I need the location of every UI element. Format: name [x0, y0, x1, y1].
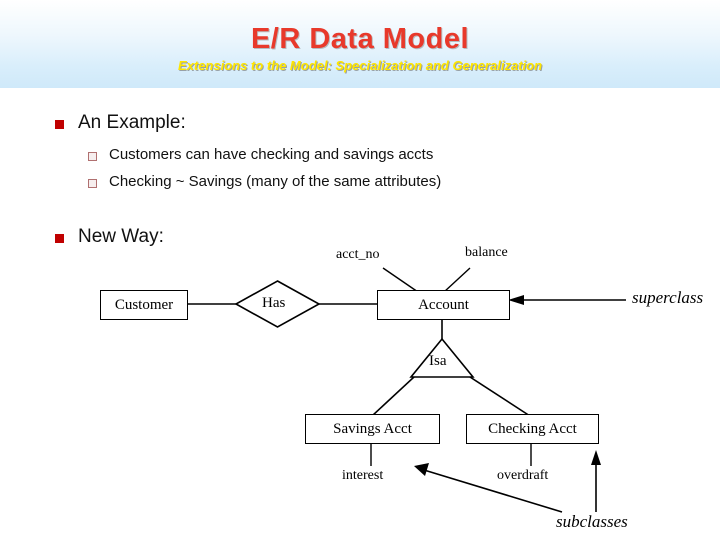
entity-label: Customer [114, 296, 174, 313]
attribute-overdraft-label: overdraft [497, 468, 549, 483]
relationship-has-label: Has [262, 295, 286, 311]
entity-label: Checking Acct [488, 420, 577, 437]
hollow-square-bullet-icon [88, 179, 97, 188]
bullet-label: New Way: [78, 226, 164, 247]
bullet-label: An Example: [78, 112, 186, 133]
header-band [0, 0, 720, 88]
entity-label: Savings Acct [333, 420, 412, 437]
entity-customer: Customer [100, 290, 188, 320]
red-square-bullet-icon [55, 234, 64, 243]
entity-account: Account [377, 290, 510, 320]
bullet-label: Customers can have checking and savings … [109, 146, 434, 163]
entity-label: Account [418, 296, 469, 313]
entity-savings-acct: Savings Acct [305, 414, 440, 444]
bullet-customers-accts: Customers can have checking and savings … [88, 146, 433, 163]
attribute-acct-no-label: acct_no [336, 247, 380, 262]
page-subtitle: Extensions to the Model: Specialization … [177, 58, 543, 73]
bullet-an-example: An Example: [55, 112, 186, 134]
page-title: E/R Data Model [250, 23, 470, 55]
hollow-square-bullet-icon [88, 152, 97, 161]
red-square-bullet-icon [55, 120, 64, 129]
bullet-new-way: New Way: [55, 226, 164, 248]
attribute-interest-label: interest [342, 468, 384, 483]
annotation-subclasses: subclasses [556, 512, 628, 531]
relationship-isa-label: Isa [429, 353, 447, 369]
bullet-label: Checking ~ Savings (many of the same att… [109, 173, 442, 190]
entity-checking-acct: Checking Acct [466, 414, 599, 444]
annotation-superclass: superclass [632, 288, 704, 307]
bullet-checking-savings: Checking ~ Savings (many of the same att… [88, 173, 441, 190]
attribute-balance-label: balance [465, 245, 508, 260]
